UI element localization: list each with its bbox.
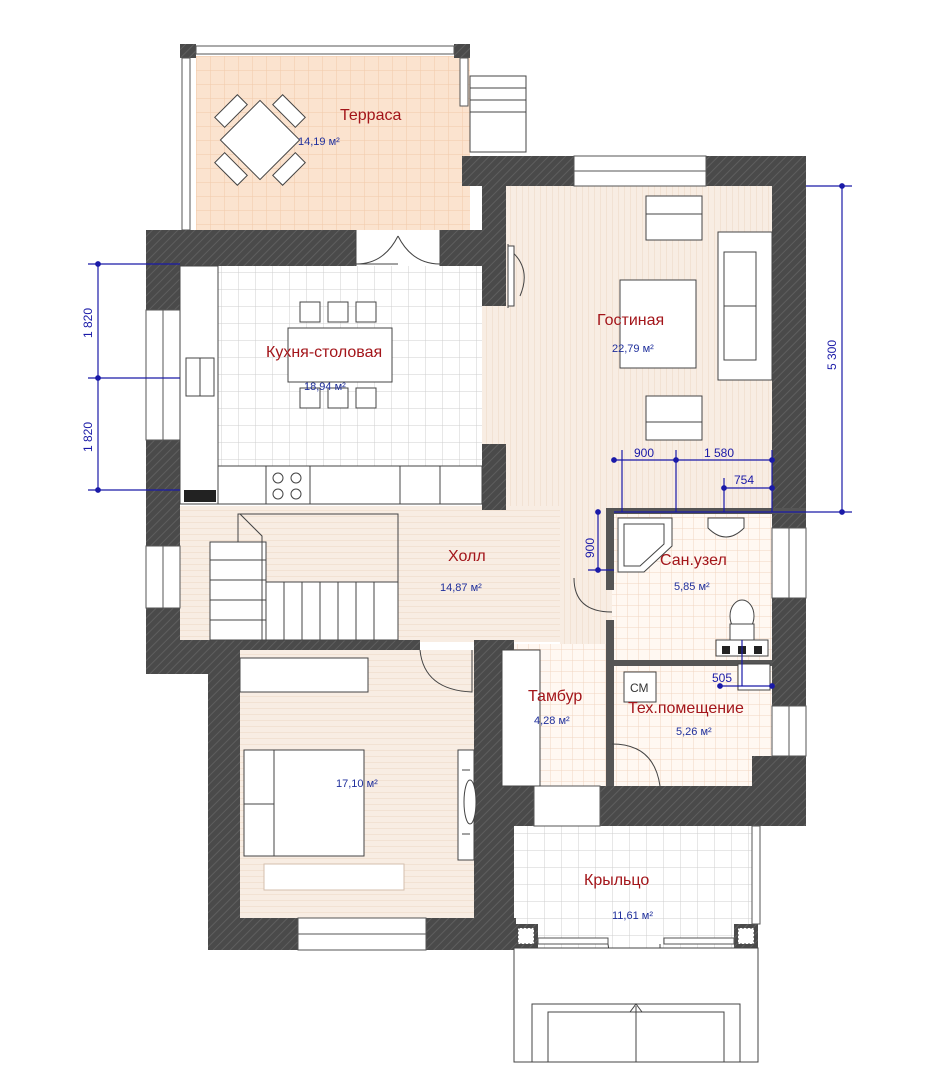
bathroom-fixtures bbox=[617, 517, 769, 657]
room-area-bedroom: 17,10 м² bbox=[336, 778, 378, 790]
stove-burner-icon bbox=[272, 472, 284, 484]
bedroom-furniture bbox=[239, 657, 477, 891]
room-name-hall: Холл bbox=[448, 548, 486, 565]
terrace-rail bbox=[181, 57, 191, 231]
vestibule-closet bbox=[501, 649, 541, 787]
porch-rail bbox=[663, 937, 735, 945]
wall bbox=[752, 756, 806, 826]
room-name-living: Гостиная bbox=[597, 312, 664, 329]
dining-table bbox=[287, 301, 393, 409]
terrace-post bbox=[454, 44, 470, 58]
stove-burner-icon bbox=[290, 472, 302, 484]
wardrobe bbox=[239, 657, 369, 693]
bedroom-door bbox=[419, 649, 473, 693]
terrace-steps bbox=[469, 75, 527, 153]
windows bbox=[145, 155, 807, 951]
dim-900-v: 900 bbox=[583, 538, 597, 558]
wall bbox=[612, 660, 772, 666]
dim-900-h: 900 bbox=[634, 446, 654, 460]
room-area-tech: 5,26 м² bbox=[676, 726, 712, 738]
porch-floor bbox=[514, 826, 752, 956]
wall bbox=[240, 640, 420, 650]
living-door-leaf bbox=[507, 245, 515, 307]
room-name-porch: Крыльцо bbox=[584, 872, 649, 889]
dim-1580: 1 580 bbox=[704, 446, 734, 460]
stairs bbox=[209, 513, 399, 641]
room-name-kitchen: Кухня-столовая bbox=[266, 344, 382, 361]
wall bbox=[146, 510, 180, 546]
sink-icon bbox=[707, 517, 745, 538]
dimension-lines bbox=[88, 183, 852, 689]
hall-door bbox=[573, 577, 613, 613]
window bbox=[533, 785, 601, 827]
porch-rail bbox=[751, 825, 761, 925]
wall bbox=[146, 230, 356, 266]
dimension-labels: 1 820 1 820 5 300 900 1 580 754 900 505 bbox=[81, 308, 839, 685]
wall bbox=[146, 440, 180, 510]
room-labels: Терраса 14,19 м² Кухня-столовая 18,94 м²… bbox=[266, 107, 744, 922]
shower-cabin bbox=[617, 517, 673, 573]
wall bbox=[474, 786, 534, 826]
dim-754: 754 bbox=[734, 473, 754, 487]
terrace-table bbox=[214, 94, 306, 186]
washer-icon bbox=[623, 671, 657, 703]
bed bbox=[259, 749, 365, 857]
room-area-porch: 11,61 м² bbox=[612, 910, 653, 922]
room-name-terrace: Терраса bbox=[340, 107, 401, 124]
wall bbox=[772, 598, 806, 706]
wall bbox=[606, 508, 614, 590]
porch-rail bbox=[537, 937, 609, 945]
walls bbox=[146, 44, 806, 950]
wall bbox=[440, 230, 482, 266]
room-name-bath: Сан.узел bbox=[660, 552, 727, 569]
wall bbox=[208, 640, 240, 950]
dim-right-total: 5 300 bbox=[825, 340, 839, 370]
room-area-living: 22,79 м² bbox=[612, 343, 654, 355]
room-area-kitchen: 18,94 м² bbox=[304, 381, 346, 393]
room-name-vestibule: Тамбур bbox=[528, 688, 582, 705]
terrace-rail bbox=[195, 45, 455, 55]
room-area-hall: 14,87 м² bbox=[440, 582, 482, 594]
tech-door bbox=[611, 743, 661, 787]
washer-label: СМ bbox=[630, 681, 649, 695]
room-area-bath: 5,85 м² bbox=[674, 581, 710, 593]
dim-left-top: 1 820 bbox=[81, 308, 95, 338]
porch-steps bbox=[513, 947, 759, 1063]
wall bbox=[606, 508, 806, 514]
kitchen-terrace-door bbox=[355, 230, 441, 266]
wall bbox=[482, 444, 506, 510]
stove-burner-icon bbox=[272, 488, 284, 500]
living-furniture bbox=[619, 195, 773, 441]
wall bbox=[462, 156, 574, 186]
room-name-tech: Тех.помещение bbox=[628, 700, 744, 717]
terrace-rail bbox=[459, 57, 469, 107]
terrace-post bbox=[180, 44, 196, 58]
room-area-terrace: 14,19 м² bbox=[298, 136, 340, 148]
coffee-table bbox=[619, 279, 697, 369]
wall bbox=[772, 156, 806, 528]
armchair bbox=[645, 195, 703, 241]
wall bbox=[146, 230, 180, 310]
dim-left-bottom: 1 820 bbox=[81, 422, 95, 452]
room-area-vestibule: 4,28 м² bbox=[534, 715, 570, 727]
wall bbox=[606, 620, 614, 786]
porch-lamps bbox=[517, 927, 755, 945]
dim-505: 505 bbox=[712, 671, 732, 685]
kitchen-counter bbox=[179, 265, 483, 505]
stove-burner-icon bbox=[290, 488, 302, 500]
wall bbox=[208, 918, 298, 950]
armchair bbox=[645, 395, 703, 441]
